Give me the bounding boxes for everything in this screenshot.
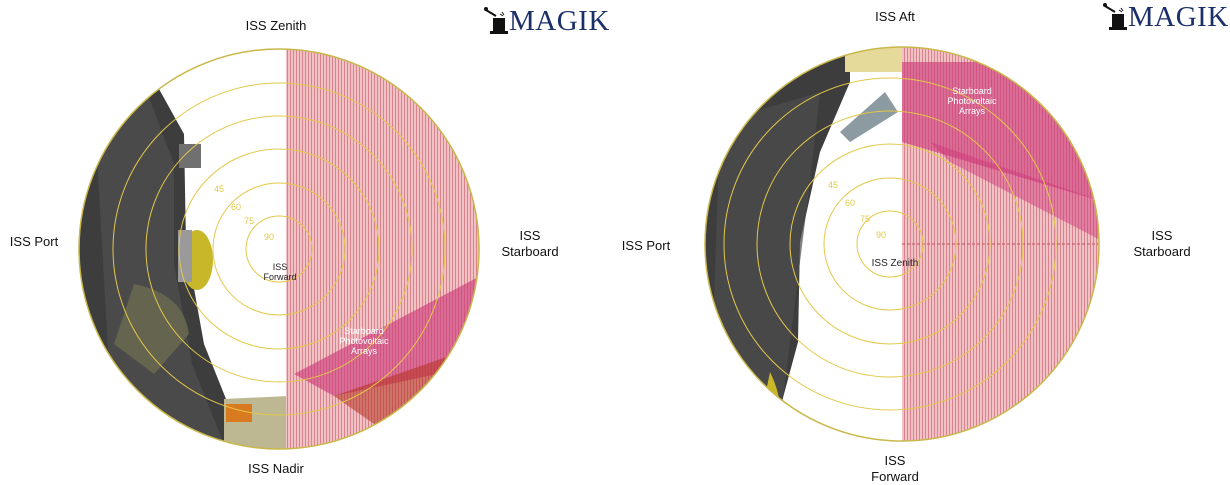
view2-left-label: ISS Port	[621, 238, 671, 253]
view2-ring-values: 90 75 60 45	[828, 180, 886, 240]
view1-station-panel	[94, 84, 224, 449]
view2-top-label: ISS Aft	[875, 9, 915, 24]
view2-ring-label: 75	[860, 214, 870, 224]
view1-ring-values: 90 75 60 45	[214, 184, 274, 242]
view2-bottom-label: ISS Forward	[871, 453, 919, 484]
view2-logo-text: MAGIK	[1128, 1, 1229, 33]
view1-ring-label: 45	[214, 184, 224, 194]
view2-ring-label: 45	[828, 180, 838, 190]
view1-range-rings	[112, 82, 446, 416]
view1-logo-text: MAGIK	[509, 5, 610, 37]
view2-module-pod	[840, 92, 898, 142]
view1-ring-label: 75	[244, 216, 254, 226]
view1-bottom-label: ISS Nadir	[248, 461, 304, 476]
magician-hat-icon	[484, 7, 508, 34]
view1-left-label: ISS Port	[9, 234, 59, 249]
view2-outer-rim	[704, 46, 1100, 442]
view1-outer-rim	[78, 48, 480, 450]
view2-right-label: ISS Starboard	[1133, 228, 1191, 259]
view1-right-label: ISS Starboard	[501, 228, 559, 259]
view2-center-label: ISS Zenith	[872, 258, 919, 269]
view2-ring-label: 60	[845, 198, 855, 208]
view1-magik-logo: MAGIK	[484, 6, 610, 36]
view1-top-label: ISS Zenith	[245, 18, 307, 33]
view2-array-highlight	[902, 62, 1099, 202]
view2-range-rings	[723, 77, 1057, 411]
view1-ring-label: 60	[231, 202, 241, 212]
view2-magik-logo: MAGIK	[1103, 2, 1229, 32]
view1-ring-label: 90	[264, 232, 274, 242]
magician-hat-icon	[1103, 3, 1127, 30]
view2-ring-label: 90	[876, 230, 886, 240]
